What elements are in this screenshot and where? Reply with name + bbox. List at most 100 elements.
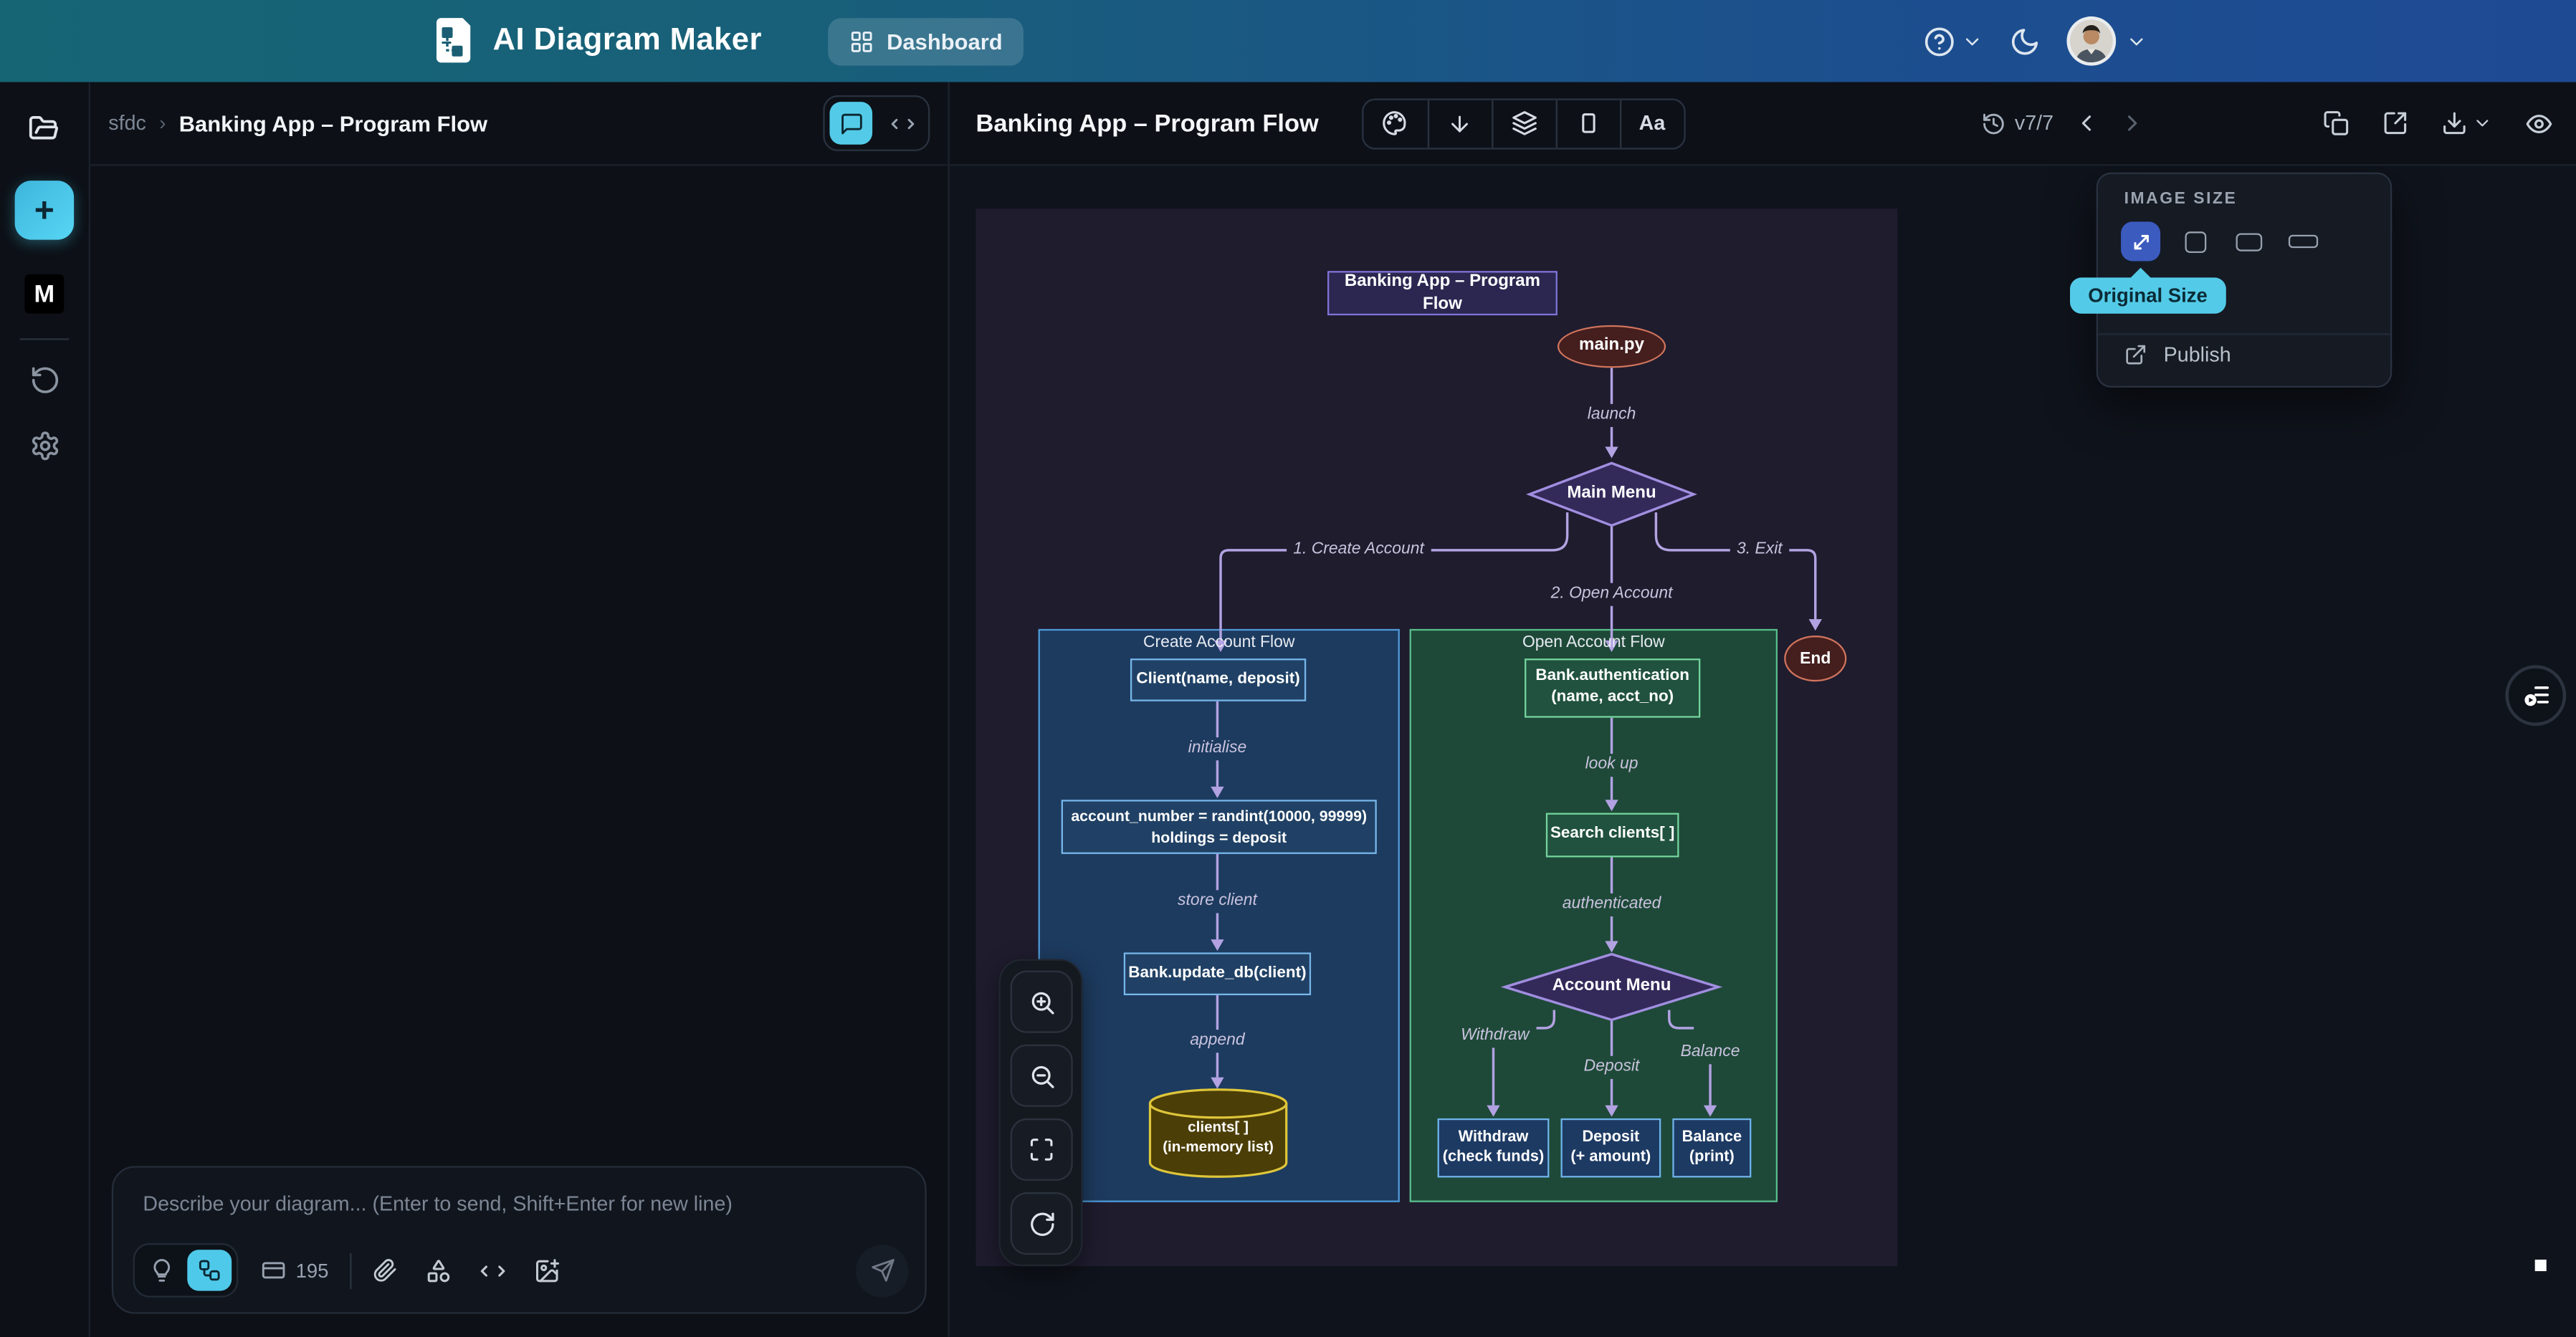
list-play-icon [2520,680,2552,711]
brand-name: AI Diagram Maker [492,23,762,58]
resize-handle[interactable] [2534,1260,2547,1272]
download-button[interactable] [2441,110,2492,137]
app-logo-icon [429,16,478,66]
new-diagram-button[interactable]: + [14,181,75,240]
font-tool-label: Aa [1638,111,1666,135]
breadcrumb-title: Banking App – Program Flow [178,110,488,136]
edge-label-initialise: initialise [1181,737,1254,761]
chat-panel: sfdc › Banking App – Program Flow [90,82,950,1337]
chat-input[interactable] [113,1167,925,1313]
code-mode-button[interactable] [881,102,924,145]
rectangle-shape-icon [2236,232,2263,251]
breadcrumb-project[interactable]: sfdc [108,111,146,135]
node-authentication: Bank.authentication (name, acct_no) [1525,658,1701,718]
refresh-icon [1028,1209,1056,1237]
theme-palette-button[interactable] [1363,100,1427,147]
node-list-fab[interactable] [2505,665,2567,727]
node-search-clients: Search clients[ ] [1545,813,1679,858]
size-original-button[interactable] [2121,221,2161,262]
diagram-title: Banking App – Program Flow [975,109,1319,138]
idea-mode-button[interactable] [140,1250,184,1290]
edge-label-launch: launch [1580,403,1643,427]
size-wide-button[interactable] [2284,221,2323,261]
plus-icon: + [34,191,54,229]
icon-sidebar: + M [0,82,91,1337]
help-menu[interactable] [1924,26,1983,57]
font-button[interactable]: Aa [1619,99,1683,148]
settings-button[interactable] [29,431,60,462]
node-update-db: Bank.update_db(client) [1123,952,1312,996]
version-indicator[interactable]: v7/7 [1982,111,2053,135]
eye-icon [2525,109,2553,137]
chevron-left-icon [2074,110,2100,137]
fit-view-button[interactable] [1010,1118,1073,1182]
workflow-icon [197,1258,221,1283]
shapes-icon [426,1257,452,1284]
image-size-heading: IMAGE SIZE [2124,190,2238,209]
user-menu[interactable] [2066,16,2147,66]
brand[interactable]: AI Diagram Maker [429,16,762,66]
history-icon [29,365,60,396]
node-main-menu: Main Menu [1567,483,1656,503]
copy-icon [2323,110,2350,137]
chat-mode-button[interactable] [829,102,873,145]
add-image-button[interactable] [534,1257,560,1284]
direction-button[interactable] [1427,99,1491,148]
cluster-create-label: Create Account Flow [1142,633,1295,652]
copy-button[interactable] [2323,110,2350,137]
square-shape-icon [2184,231,2206,252]
shapes-button[interactable] [426,1257,452,1284]
publish-button[interactable]: Publish [2124,343,2231,366]
size-landscape-button[interactable] [2229,221,2269,261]
size-square-button[interactable] [2175,221,2215,261]
layers-button[interactable] [1491,99,1555,148]
edge-label-withdraw: Withdraw [1454,1025,1536,1048]
chat-bubble-icon [839,111,863,135]
avatar [2066,16,2117,66]
version-label: v7/7 [2014,111,2054,135]
edge-label-store-client: store client [1170,890,1264,914]
edge-label-deposit: Deposit [1577,1055,1646,1079]
theme-toggle-button[interactable] [2009,26,2041,57]
next-version-button[interactable] [2119,110,2146,137]
zoom-controls [998,959,1083,1267]
dashboard-button[interactable]: Dashboard [827,17,1024,65]
node-main-py: main.py [1557,325,1666,368]
previous-version-button[interactable] [2074,110,2100,137]
credits-indicator[interactable]: 195 [261,1258,328,1283]
top-navbar: AI Diagram Maker Dashboard [0,0,2576,82]
gear-icon [29,431,60,462]
frame-button[interactable] [1555,99,1619,148]
projects-button[interactable] [28,113,61,146]
mermaid-logo-button[interactable]: M [24,274,65,314]
zoom-in-button[interactable] [1010,970,1073,1033]
send-icon [870,1258,895,1283]
history-button[interactable] [29,365,60,396]
external-link-icon [2124,343,2147,366]
code-icon [480,1257,506,1284]
node-clients-db: clients[ ] (in-memory list) [1163,1118,1274,1155]
node-account-menu: Account Menu [1552,975,1671,996]
share-button[interactable] [2382,110,2409,137]
lightbulb-icon [150,1258,174,1283]
chat-toolbar: 195 [133,1243,909,1298]
diagram-canvas[interactable]: Create Account Flow Open Account Flow Ba… [975,209,1898,1267]
send-button[interactable] [856,1244,909,1297]
size-options [2121,221,2323,262]
toolbar-divider [350,1252,352,1289]
attach-file-button[interactable] [373,1258,397,1283]
canvas-section: Banking App – Program Flow A [949,82,2576,1337]
edge-label-balance: Balance [1674,1041,1747,1065]
zoom-in-icon [1028,988,1056,1016]
help-icon [1924,26,1955,57]
panel-mode-toggle [823,95,930,151]
zoom-out-button[interactable] [1010,1044,1073,1107]
preview-button[interactable] [2525,109,2553,137]
code-snippet-button[interactable] [480,1257,506,1284]
chevron-down-icon [1962,30,1983,52]
popover-divider [2097,333,2390,335]
diagram-mode-button[interactable] [187,1250,232,1291]
reset-view-button[interactable] [1010,1192,1073,1255]
fit-screen-icon [1029,1136,1055,1163]
